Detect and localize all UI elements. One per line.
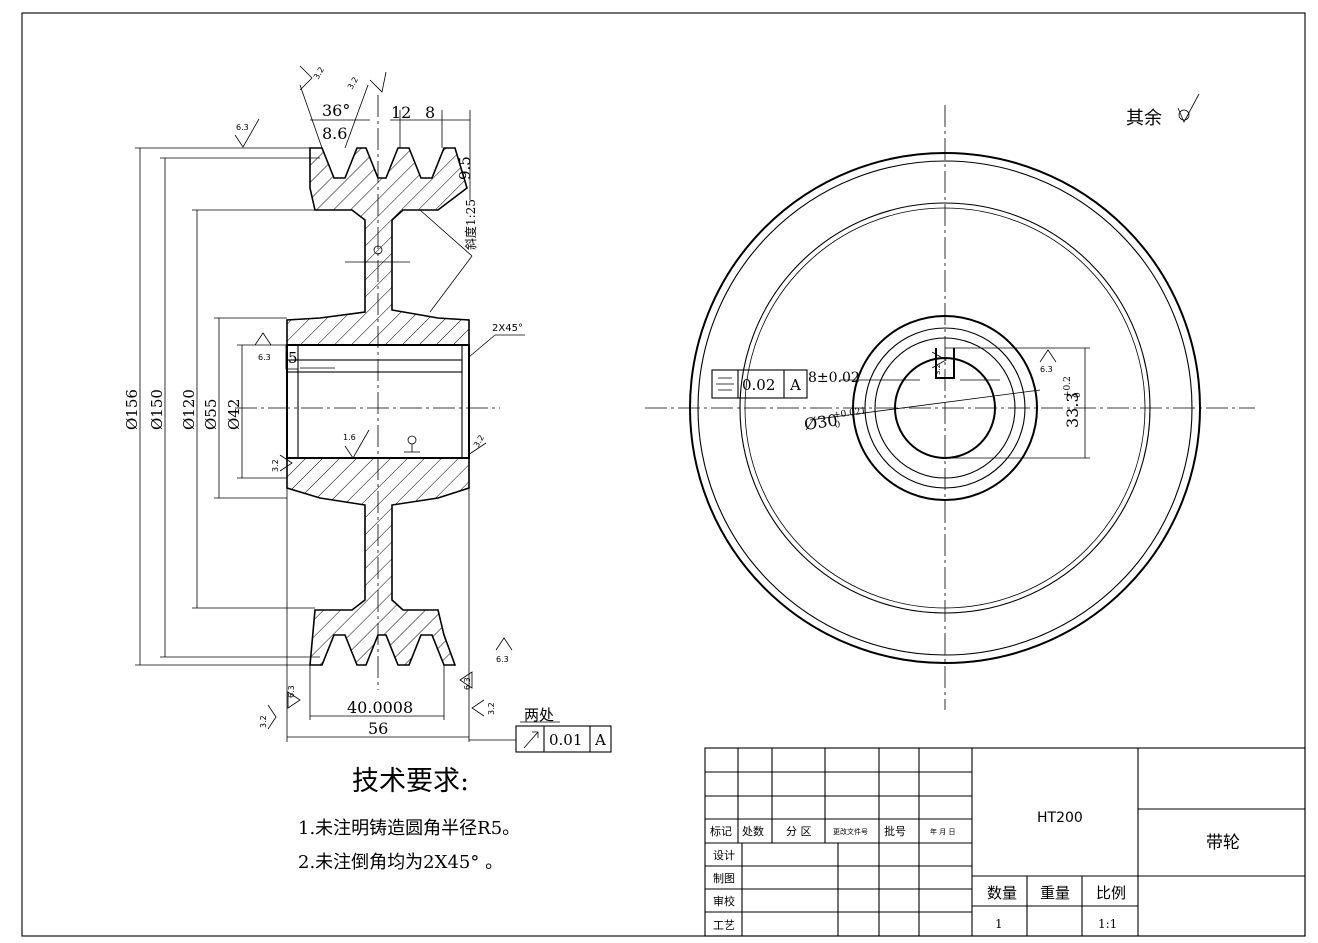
tech-requirements: 技术要求: 1.未注明铸造圆角半径R5。 2.未注倒角均为2X45° 。 <box>298 766 520 873</box>
dim-w12: 12 <box>391 103 411 122</box>
key-depth-dim: 33.3 +0.2 0 <box>1063 376 1083 428</box>
dim-d120: Ø120 <box>180 389 198 430</box>
role-process: 工艺 <box>713 919 735 932</box>
tech-req-item-2: 2.未注倒角均为2X45° 。 <box>298 852 503 873</box>
rough-63-bore: 6.3 <box>258 353 271 362</box>
dim-key-depth: 33.3 <box>1063 392 1082 428</box>
part-name: 带轮 <box>1206 833 1240 853</box>
weight-label: 重量 <box>1040 884 1070 902</box>
dim-w8: 8 <box>425 103 435 122</box>
rough-63-top: 6.3 <box>236 123 249 132</box>
dim-kd-lower: 0 <box>1073 392 1083 398</box>
dim-d150: Ø150 <box>148 389 166 430</box>
title-block: 标记 处数 分 区 更改文件号 批号 年 月 日 设计 制图 审校 工艺 HT2… <box>704 747 1306 937</box>
rough-16: 1.6 <box>343 433 356 442</box>
dim-chamfer: 2X45° <box>492 323 523 334</box>
dim-five: 5 <box>288 349 298 367</box>
dim-angle36: 36° <box>322 101 350 120</box>
dim-slope: 斜度1:25 <box>463 199 478 250</box>
dim-w86: 8.6 <box>322 124 347 143</box>
tech-req-title: 技术要求: <box>352 766 469 797</box>
rough-63-bottom: 6.3 <box>496 655 509 664</box>
qty-value: 1 <box>995 917 1003 931</box>
rough-32-v2: 3.2 <box>346 75 360 91</box>
rev-header-doc: 更改文件号 <box>833 827 868 836</box>
front-view: 其余 0.02 A 8±0.02 Ø30 +0.021 0 33.3 +0.2 … <box>645 93 1255 710</box>
rough-63-left: 6.3 <box>287 685 296 698</box>
material: HT200 <box>1037 810 1083 826</box>
rest-label: 其余 <box>1126 108 1162 129</box>
scale-value: 1:1 <box>1098 917 1117 931</box>
runout-datum: A <box>594 731 606 749</box>
dim-kd-upper: +0.2 <box>1063 376 1073 398</box>
dim-bore-upper: +0.021 <box>833 406 867 421</box>
dim-h95: 9.5 <box>456 156 474 180</box>
scale-label: 比例 <box>1096 884 1126 902</box>
rev-header-date: 年 月 日 <box>930 827 955 836</box>
dim-w56: 56 <box>368 719 388 738</box>
rough-32-chamfer: 3.2 <box>472 433 486 449</box>
rough-63-key: 6.3 <box>1040 365 1053 374</box>
dim-key-width: 8±0.02 <box>808 370 860 386</box>
runout-note: 两处 <box>524 706 554 724</box>
dim-d55: Ø55 <box>202 399 220 430</box>
role-review: 审校 <box>713 894 735 908</box>
rough-32-key: 3.2 <box>934 364 942 375</box>
sym-value: 0.02 <box>742 376 775 394</box>
sym-datum: A <box>789 376 801 394</box>
tech-req-item-1: 1.未注明铸造圆角半径R5。 <box>298 818 520 839</box>
rough-63-right: 6.3 <box>463 677 472 690</box>
role-design: 设计 <box>713 849 735 862</box>
rev-header-zone: 分 区 <box>786 825 812 838</box>
rough-32-left: 3.2 <box>259 715 268 728</box>
dim-d156: Ø156 <box>123 389 141 430</box>
rev-header-count: 处数 <box>742 825 764 838</box>
runout-icon <box>523 731 539 749</box>
runout-frame: 0.01 A <box>515 725 612 753</box>
symmetry-icon <box>716 377 734 391</box>
bore-dim: Ø30 +0.021 0 <box>803 406 867 434</box>
rough-32-v1: 3.2 <box>312 65 326 81</box>
dim-w40: 40.0008 <box>347 698 413 717</box>
dim-bore: Ø30 <box>803 410 839 433</box>
rough-32-bore: 3.2 <box>271 459 280 472</box>
rev-header-mark: 标记 <box>710 824 732 838</box>
symmetry-frame: 0.02 A <box>711 369 808 399</box>
dim-bore-lower: 0 <box>834 420 841 431</box>
dim-d42: Ø42 <box>225 399 243 430</box>
runout-value: 0.01 <box>549 731 582 749</box>
role-draw: 制图 <box>713 872 735 885</box>
rest-roughness-icon <box>1177 93 1200 123</box>
qty-label: 数量 <box>987 884 1017 902</box>
section-view: Ø156 Ø150 Ø120 Ø55 Ø42 36° 8.6 12 8 9.5 … <box>123 65 612 753</box>
rough-32-right: 3.2 <box>487 702 496 715</box>
sheet-border <box>21 12 1306 937</box>
rev-header-batch: 批号 <box>884 824 906 838</box>
